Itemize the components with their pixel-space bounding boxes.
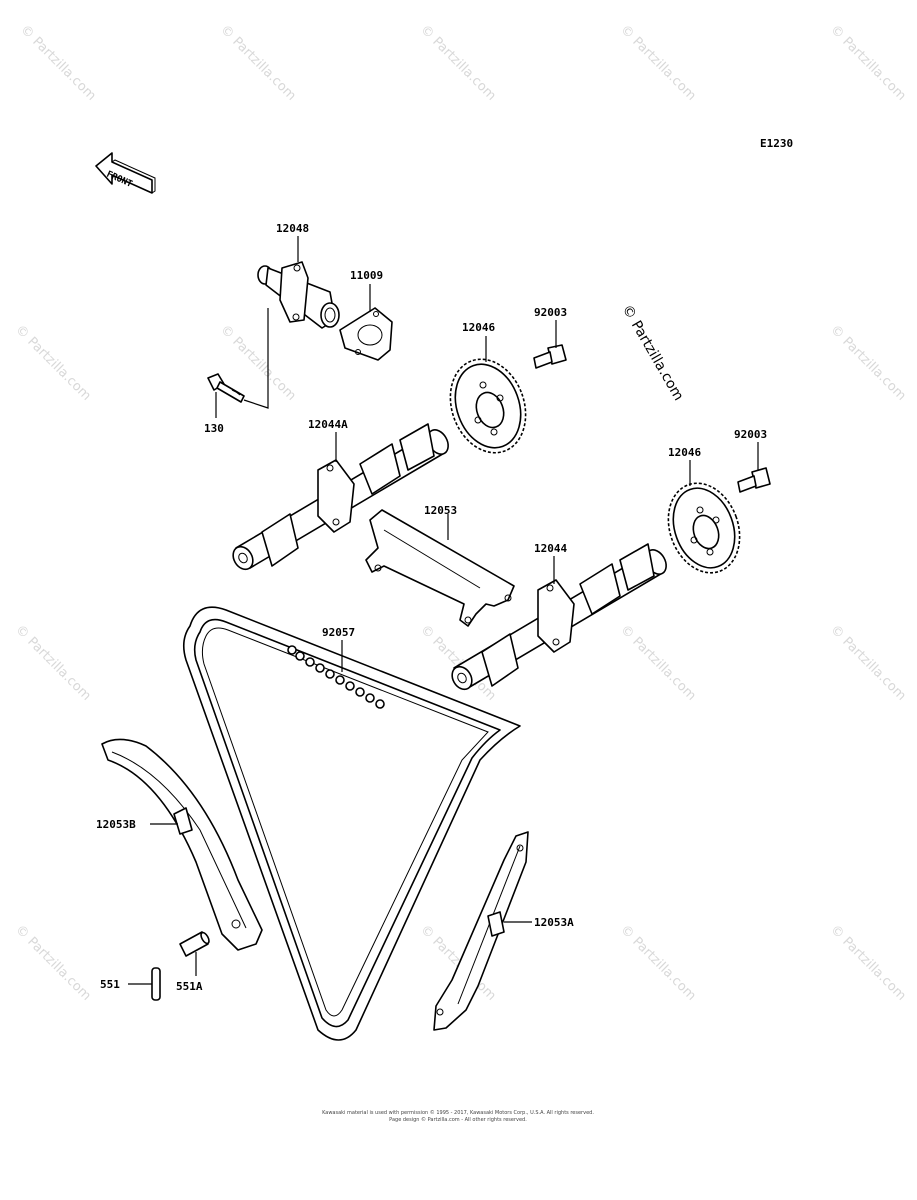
callout-12048: 12048 (276, 222, 309, 235)
watermark: © Partzilla.com (827, 22, 909, 104)
callout-92003-upper: 92003 (534, 306, 567, 319)
watermark: © Partzilla.com (827, 622, 909, 704)
dowel-pin-551A (179, 931, 210, 957)
callout-12053: 12053 (424, 504, 457, 517)
callout-12053B: 12053B (96, 818, 136, 831)
watermark-layer: © Partzilla.com © Partzilla.com © Partzi… (12, 22, 909, 1004)
cam-sprocket-lower (667, 482, 741, 574)
callout-12046-lower: 12046 (668, 446, 701, 459)
pin-551 (151, 967, 161, 1001)
brand-mark: © Partzilla.com (619, 302, 687, 404)
cam-chain (182, 606, 521, 1041)
chain-guide-12053A (433, 831, 529, 1031)
callout-551A: 551A (176, 980, 203, 993)
watermark: © Partzilla.com (617, 22, 699, 104)
copyright-line-2: Page design © Partzilla.com - All other … (389, 1116, 527, 1123)
watermark: © Partzilla.com (12, 322, 94, 404)
camshaft-12044 (451, 543, 667, 691)
cam-sprocket-upper (449, 358, 527, 454)
callout-130: 130 (204, 422, 224, 435)
figure-code: E1230 (760, 137, 793, 150)
callout-92003-lower: 92003 (734, 428, 767, 441)
chain-tensioner (257, 261, 340, 329)
callout-12044: 12044 (534, 542, 567, 555)
watermark: © Partzilla.com (417, 22, 499, 104)
watermark: © Partzilla.com (17, 22, 99, 104)
sprocket-bolt-lower (737, 467, 771, 493)
sprocket-bolt-upper (533, 344, 567, 369)
watermark: © Partzilla.com (827, 922, 909, 1004)
chain-guide-12053B (101, 738, 263, 951)
camshaft-12044A (232, 423, 449, 571)
callout-12044A: 12044A (308, 418, 348, 431)
watermark: © Partzilla.com (12, 922, 94, 1004)
leader-130 (243, 308, 269, 409)
callout-12053A: 12053A (534, 916, 574, 929)
chain-guide-12053 (365, 509, 515, 627)
tensioner-bolt (207, 373, 245, 403)
chain-links (287, 645, 385, 709)
callout-12046-upper: 12046 (462, 321, 495, 334)
watermark: © Partzilla.com (617, 622, 699, 704)
callout-551: 551 (100, 978, 120, 991)
copyright-line-1: Kawasaki material is used with permissio… (322, 1109, 594, 1116)
watermark: © Partzilla.com (12, 622, 94, 704)
watermark: © Partzilla.com (617, 922, 699, 1004)
tensioner-gasket (339, 307, 393, 361)
front-arrow-icon: FRONT (95, 152, 156, 194)
callout-92057: 92057 (322, 626, 355, 639)
watermark: © Partzilla.com (827, 322, 909, 404)
watermark: © Partzilla.com (217, 22, 299, 104)
callout-11009: 11009 (350, 269, 383, 282)
